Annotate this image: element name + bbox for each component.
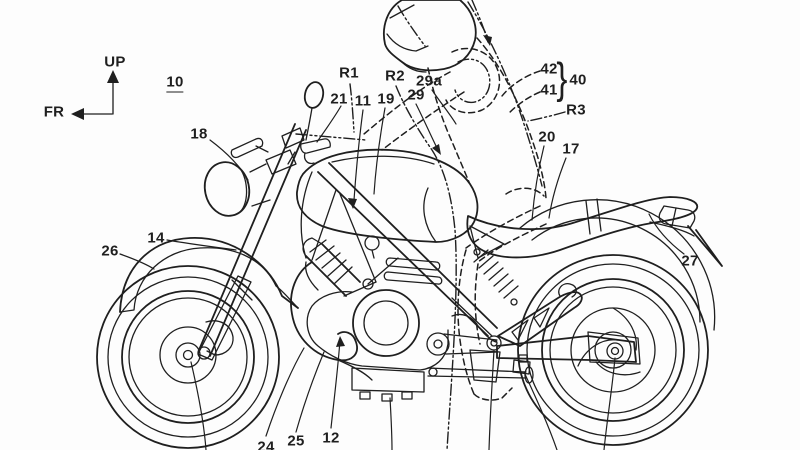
ref-label-19: 19 xyxy=(377,90,395,108)
ref-label-25: 25 xyxy=(287,432,305,450)
front-fork xyxy=(198,124,306,360)
front-wheel xyxy=(97,266,279,450)
swingarm xyxy=(428,284,640,450)
ref-label-21: 21 xyxy=(330,90,348,108)
ref-label-fig-10: 10 xyxy=(166,73,184,93)
ref-label-12: 12 xyxy=(322,429,340,447)
rider-silhouette xyxy=(364,0,546,400)
ref-label-r3: R3 xyxy=(566,101,586,119)
ref-label-r2: R2 xyxy=(385,67,405,85)
leader-lines xyxy=(120,71,684,436)
seat-and-tail xyxy=(467,197,722,330)
ref-label-brace-40: } xyxy=(556,54,568,103)
frame xyxy=(301,163,497,336)
ref-label-29: 29 xyxy=(407,86,425,104)
ref-label-18: 18 xyxy=(190,125,208,143)
ref-label-11: 11 xyxy=(354,92,372,110)
ref-label-26: 26 xyxy=(101,242,119,260)
ref-label-42: 42 xyxy=(540,60,558,78)
fuel-tank xyxy=(297,150,478,242)
exhaust-pipe xyxy=(291,262,372,380)
front-fender xyxy=(120,238,298,312)
reference-chain-lines xyxy=(296,0,565,450)
ref-label-17: 17 xyxy=(562,140,580,158)
ref-label-40: 40 xyxy=(569,71,587,89)
handlebar xyxy=(288,139,330,164)
rear-wheel xyxy=(518,255,708,450)
mirror xyxy=(302,80,325,140)
ref-label-r1: R1 xyxy=(339,64,359,82)
engine xyxy=(303,236,498,450)
ref-label-41: 41 xyxy=(540,81,558,99)
ref-label-up: UP xyxy=(104,53,126,71)
ref-label-29a: 29a xyxy=(416,72,442,90)
ref-label-27: 27 xyxy=(681,252,699,270)
ref-label-20: 20 xyxy=(538,128,556,146)
ref-label-fr: FR xyxy=(43,103,65,121)
ref-label-14: 14 xyxy=(147,229,165,247)
ref-label-24: 24 xyxy=(257,438,275,450)
direction-indicator-arrows xyxy=(71,70,119,120)
